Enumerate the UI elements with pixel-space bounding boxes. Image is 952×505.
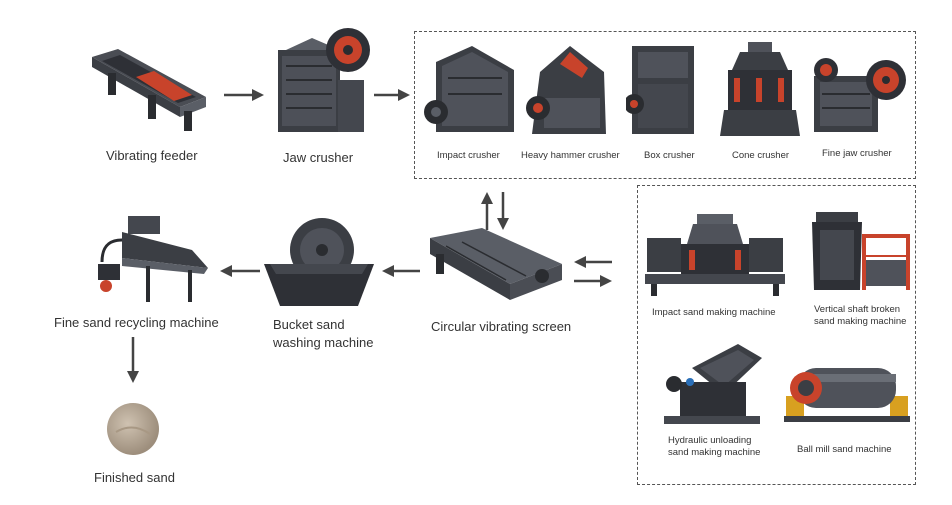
fine-sand-recycling-label: Fine sand recycling machine [54, 315, 219, 330]
heavy-hammer-crusher-image [526, 46, 606, 134]
vsi-sand-making-label-line2: sand making machine [814, 316, 907, 327]
arrow-left-right-icon [574, 256, 612, 287]
impact-crusher-image [424, 46, 514, 132]
finished-sand-image [107, 403, 159, 455]
impact-sand-making-label: Impact sand making machine [652, 307, 776, 318]
fine-jaw-crusher-label: Fine jaw crusher [822, 148, 892, 159]
fine-sand-recycling-machine-image [98, 216, 208, 302]
heavy-hammer-crusher-label: Heavy hammer crusher [521, 150, 620, 161]
arrow-up-down-icon [481, 192, 509, 230]
vibrating-feeder-image [92, 49, 206, 131]
bucket-sand-washing-label-line2: washing machine [273, 335, 374, 350]
ball-mill-sand-machine-image [784, 368, 910, 422]
crusher-options-group [414, 31, 916, 179]
hydraulic-unloading-label-line1: Hydraulic unloading [668, 435, 752, 446]
bucket-sand-washing-machine-image [264, 218, 374, 306]
ball-mill-sand-machine-label: Ball mill sand machine [797, 444, 892, 455]
cone-crusher-image [720, 42, 800, 136]
arrow-right-icon [374, 89, 410, 101]
box-crusher-image [626, 46, 694, 134]
box-crusher-label: Box crusher [644, 150, 695, 161]
hydraulic-unloading-label-line2: sand making machine [668, 447, 761, 458]
jaw-crusher-image [278, 28, 370, 132]
vsi-sand-making-label-line1: Vertical shaft broken [814, 304, 901, 315]
finished-sand-label: Finished sand [94, 470, 175, 485]
impact-sand-making-machine-image [645, 214, 785, 296]
cone-crusher-label: Cone crusher [732, 150, 790, 161]
hydraulic-unloading-sand-machine-image [664, 344, 762, 424]
arrow-down-icon [127, 337, 139, 383]
circular-vibrating-screen-label: Circular vibrating screen [431, 319, 572, 334]
fine-jaw-crusher-image [814, 58, 906, 132]
vibrating-feeder-label: Vibrating feeder [106, 148, 198, 163]
bucket-sand-washing-label-line1: Bucket sand [273, 317, 345, 332]
arrow-left-icon [220, 265, 260, 277]
arrow-right-icon [224, 89, 264, 101]
jaw-crusher-label: Jaw crusher [283, 150, 354, 165]
circular-vibrating-screen-image [430, 228, 562, 300]
sand-making-options-group [637, 185, 916, 485]
arrow-left-icon [382, 265, 420, 277]
vsi-sand-making-machine-image [812, 212, 910, 290]
impact-crusher-label: Impact crusher [437, 150, 500, 161]
